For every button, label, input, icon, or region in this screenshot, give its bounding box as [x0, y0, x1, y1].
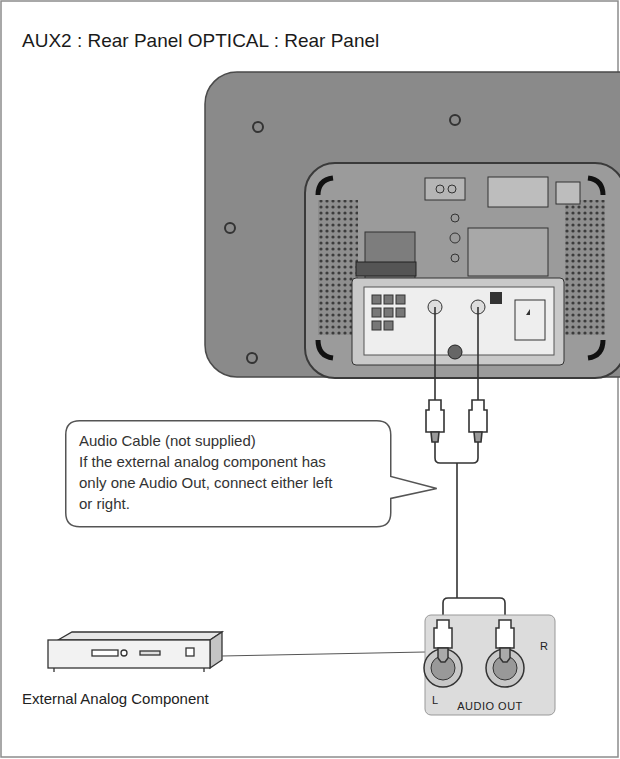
audio-out-panel [424, 615, 555, 715]
callout-text: If the external analog component has onl… [79, 451, 349, 514]
callout-box: Audio Cable (not supplied)If the externa… [65, 420, 390, 526]
leader-line [222, 652, 425, 656]
component-label: External Analog Component [22, 690, 209, 707]
title: AUX2 : Rear Panel OPTICAL : Rear Panel [22, 30, 379, 52]
channel-label: L [432, 694, 438, 706]
audio-cable [426, 307, 505, 620]
external-component [48, 632, 222, 672]
channel-label: R [540, 640, 548, 652]
device-rear [205, 72, 620, 378]
audio-out-panel: AUDIO OUT [425, 615, 555, 715]
panel-label: AUDIO OUT [425, 700, 555, 712]
callout-text: Audio Cable (not supplied) [79, 430, 349, 451]
plugs [434, 620, 514, 662]
